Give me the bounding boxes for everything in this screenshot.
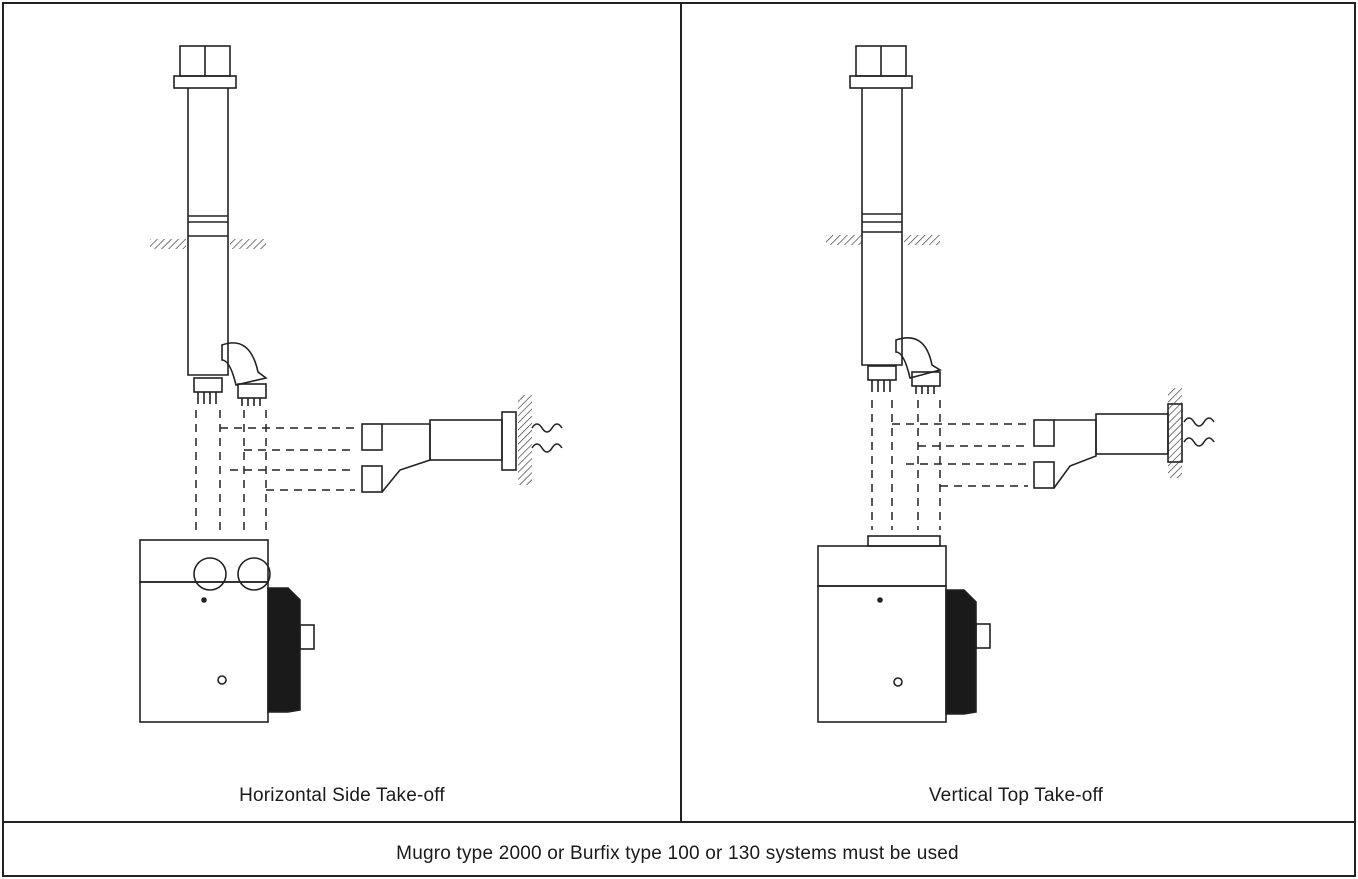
caption-vertical-top-takeoff: Vertical Top Take-off <box>928 785 1104 806</box>
horizontal-side-takeoff-drawing <box>139 45 563 723</box>
footer-note: Mugro type 2000 or Burfix type 100 or 13… <box>396 843 959 864</box>
caption-horizontal-side-takeoff: Horizontal Side Take-off <box>239 785 445 806</box>
vertical-top-takeoff-drawing <box>817 45 1215 723</box>
